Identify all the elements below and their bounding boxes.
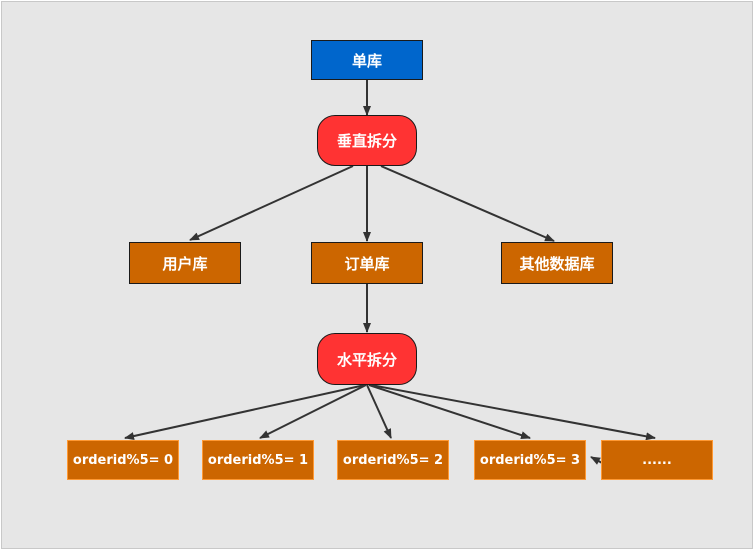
edge-horizontal-to-shard2 <box>366 384 392 439</box>
shard-3-node[interactable]: orderid%5= 3 <box>474 440 586 480</box>
order-db-node[interactable]: 订单库 <box>311 242 423 284</box>
horizontal-split-node[interactable]: 水平拆分 <box>317 333 417 385</box>
shard-1-node[interactable]: orderid%5= 1 <box>202 440 314 480</box>
edge-horizontal-to-shard1 <box>259 384 367 439</box>
edge-horizontal-to-more <box>370 384 656 441</box>
shard-0-node[interactable]: orderid%5= 0 <box>67 440 179 480</box>
edge-horizontal-to-shard0 <box>124 384 366 440</box>
other-db-node[interactable]: 其他数据库 <box>501 242 613 284</box>
vertical-split-node[interactable]: 垂直拆分 <box>317 115 417 166</box>
edge-horizontal-to-shard3 <box>368 384 531 439</box>
root-node[interactable]: 单库 <box>311 40 423 80</box>
shard-2-node[interactable]: orderid%5= 2 <box>337 440 449 480</box>
edge-vertical-to-other <box>380 165 555 242</box>
shard-more-node[interactable]: ...... <box>601 440 713 480</box>
user-db-node[interactable]: 用户库 <box>129 242 241 284</box>
edge-vertical-to-user <box>189 165 354 241</box>
